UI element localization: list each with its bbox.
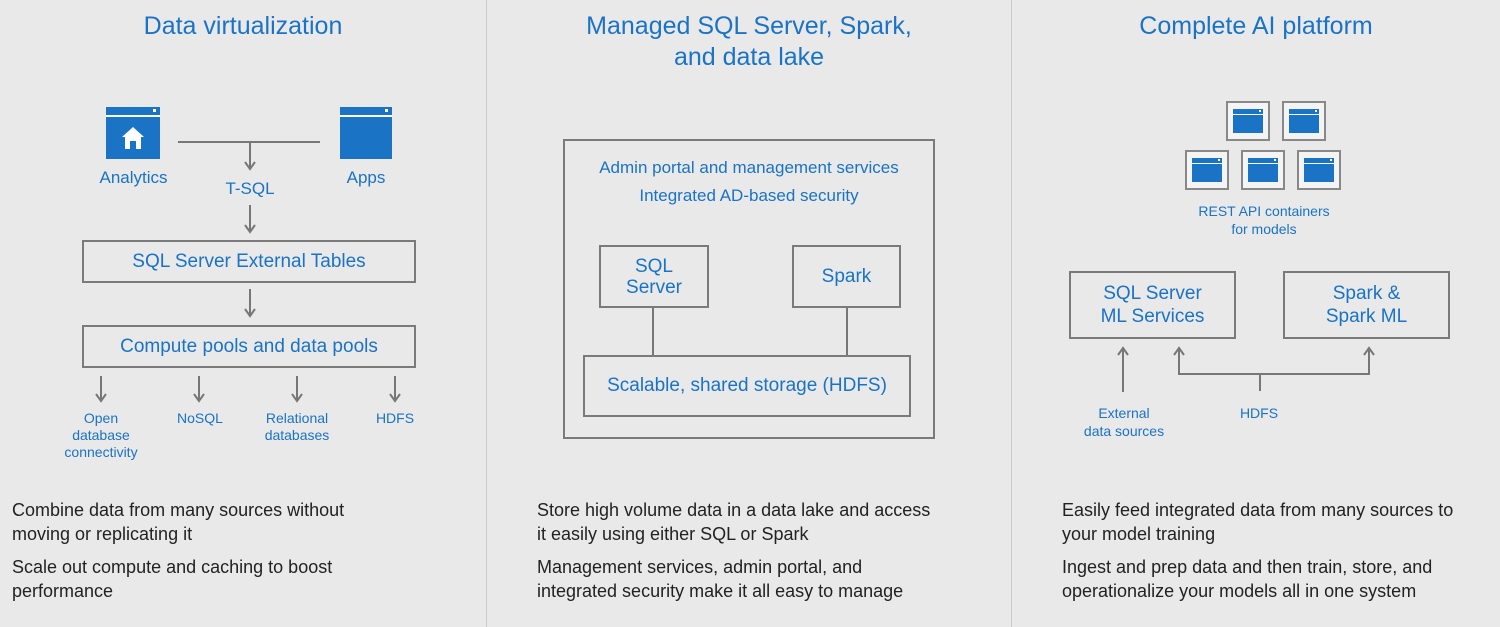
description-2: Management services, admin portal, and i… <box>537 557 904 601</box>
sql-ml-services-box: SQL Server ML Services <box>1069 271 1236 339</box>
panel-ai-platform: Complete AI platform REST API containers… <box>1012 0 1500 627</box>
container-icon <box>1241 150 1285 190</box>
panel-data-virtualization: Data virtualization Analytics Apps T-SQL… <box>0 0 486 627</box>
connector-line <box>652 308 654 356</box>
analytics-label: Analytics <box>99 168 168 187</box>
spark-ml-box: Spark & Spark ML <box>1283 271 1450 339</box>
rest-api-label: REST API containers for models <box>1198 203 1330 237</box>
connector-line <box>846 308 848 356</box>
tsql-label: T-SQL <box>225 179 275 198</box>
container-icon <box>1282 101 1326 141</box>
apps-label: Apps <box>346 168 386 187</box>
external-sources-label: External data sources <box>1083 405 1165 439</box>
apps-window-icon <box>340 107 392 159</box>
panel-title: Complete AI platform <box>1139 12 1373 40</box>
security-label: Integrated AD-based security <box>639 186 859 205</box>
hdfs-connector-icon <box>1173 346 1375 391</box>
arrow-down-icon <box>193 376 205 403</box>
source-nosql: NoSQL <box>177 410 223 426</box>
arrow-down-icon <box>244 205 256 234</box>
arrow-down-icon <box>95 376 107 403</box>
arrow-down-icon <box>291 376 303 403</box>
panel-title: Managed SQL Server, Spark, and data lake <box>586 12 912 71</box>
description-2: Ingest and prep data and then train, sto… <box>1062 557 1433 601</box>
spark-box: Spark <box>792 245 901 308</box>
panel-managed-sql-spark: Managed SQL Server, Spark, and data lake… <box>487 0 1011 627</box>
storage-box: Scalable, shared storage (HDFS) <box>583 355 911 417</box>
analytics-window-icon <box>106 107 160 159</box>
hdfs-label: HDFS <box>1239 405 1279 421</box>
sql-server-box: SQL Server <box>599 245 709 308</box>
external-tables-box: SQL Server External Tables <box>82 240 416 283</box>
panel-divider <box>486 0 487 627</box>
arrow-down-icon <box>389 376 401 403</box>
arrow-down-icon <box>244 289 256 318</box>
description-1: Combine data from many sources without m… <box>12 500 345 544</box>
source-odbc: Open database connectivity <box>64 410 138 460</box>
container-icon <box>1185 150 1229 190</box>
panel-title: Data virtualization <box>143 12 343 40</box>
container-icon <box>1226 101 1270 141</box>
description-1: Store high volume data in a data lake an… <box>537 500 931 544</box>
source-relational: Relational databases <box>264 410 330 443</box>
source-hdfs: HDFS <box>375 410 415 426</box>
admin-portal-label: Admin portal and management services <box>599 158 899 177</box>
panel-divider <box>1011 0 1012 627</box>
description-2: Scale out compute and caching to boost p… <box>12 557 333 601</box>
cluster-outer-box <box>563 139 935 439</box>
arrow-down-icon <box>244 142 256 171</box>
container-icon <box>1297 150 1341 190</box>
description-1: Easily feed integrated data from many so… <box>1062 500 1454 544</box>
compute-pools-box: Compute pools and data pools <box>82 325 416 368</box>
arrow-up-icon <box>1117 346 1129 392</box>
